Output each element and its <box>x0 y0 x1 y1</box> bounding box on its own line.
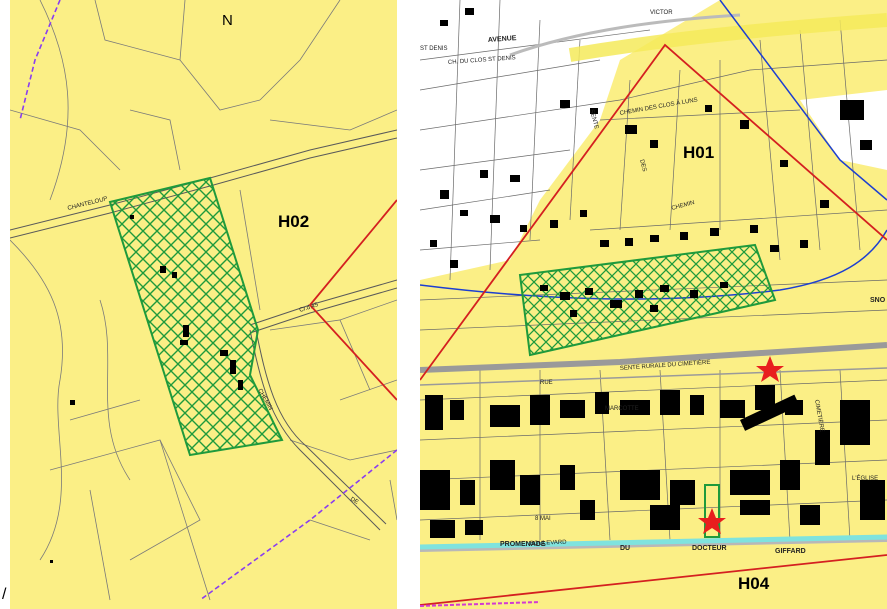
road-label-rue: RUE <box>540 380 553 386</box>
buildings <box>430 8 872 268</box>
main-roads <box>420 13 887 552</box>
parcel-lines <box>10 0 397 601</box>
buildings-old-town <box>420 385 885 538</box>
left-map-svg: CHANTELOUP Cr.d.45 CHEMIN DE <box>10 0 397 601</box>
road-label-cimetiere: CIMETIÈRE <box>813 399 826 432</box>
star-icon <box>756 356 784 382</box>
urban-area-white <box>420 0 720 280</box>
road-label-victor: VICTOR <box>650 10 673 16</box>
protected-woodland-area <box>518 243 777 357</box>
zone-boundary <box>420 43 887 606</box>
road-label-chemin-clos: CHEMIN DES CLOS À LUNS <box>619 96 698 117</box>
footpath <box>19 0 397 601</box>
road-label-st-denis: ST DENIS <box>420 46 448 52</box>
road-label-docteur: DOCTEUR <box>692 545 727 552</box>
road-label-mai: 8 MAI <box>535 516 551 522</box>
zone-label-h01: H01 <box>683 143 715 162</box>
right-map-svg: AVENUE VICTOR ST DENIS CH. DU CLOS ST DE… <box>420 0 887 607</box>
road-label-giffard: GIFFARD <box>775 548 806 555</box>
zone-label-h04: H04 <box>738 574 770 593</box>
road-label-chemin: CHEMIN <box>671 200 695 212</box>
road-label-du: DU <box>620 545 630 552</box>
map-panel-left: CHANTELOUP Cr.d.45 CHEMIN DE N H02 <box>10 0 397 609</box>
zone-label-h02: H02 <box>278 212 310 231</box>
road-label-cr: Cr.d.45 <box>299 302 320 314</box>
road-label-avenue: AVENUE <box>488 35 517 44</box>
road-label-boulevard: BOULEVARD <box>530 540 567 547</box>
protected-woodland-area <box>108 176 284 457</box>
buildings-in-protected-area <box>540 282 728 317</box>
north-arrow-label: N <box>222 12 233 29</box>
road-label-chanteloup: CHANTELOUP <box>67 196 108 212</box>
zone-boundary <box>308 199 397 401</box>
separator-mark: / <box>2 586 7 603</box>
map-panel-right: AVENUE VICTOR ST DENIS CH. DU CLOS ST DE… <box>420 0 887 609</box>
road-label-sno: SNO <box>870 297 886 304</box>
road-label-eglise: L'ÉGLISE <box>852 475 878 482</box>
road-label-clos-st-denis: CH. DU CLOS ST DENIS <box>448 55 516 66</box>
road-label-marcotte: MARCOTTE <box>605 406 639 412</box>
road-label-de: DE <box>349 497 359 506</box>
road-label-promenade: PROMENADE <box>500 541 546 548</box>
footpath-bottom <box>420 601 541 607</box>
promenade-band <box>420 534 887 550</box>
protected-small-area <box>704 484 720 538</box>
avenue-highlight <box>568 13 887 62</box>
road-label-sente: SENTE <box>588 109 599 130</box>
buildings <box>50 215 243 563</box>
star-icon <box>698 508 726 534</box>
road-label-des: DES <box>638 159 647 172</box>
